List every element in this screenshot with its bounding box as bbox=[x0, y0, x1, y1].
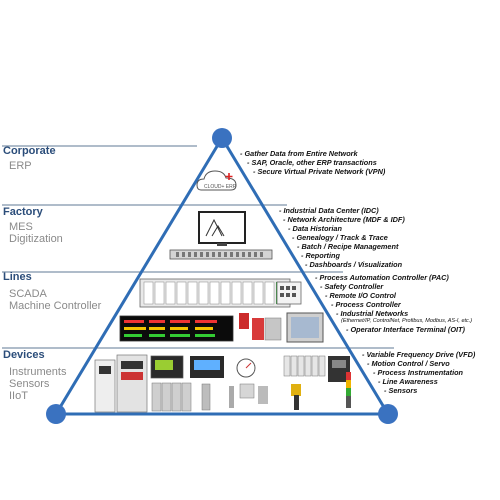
sensor-probe-icon bbox=[229, 383, 268, 408]
level-subtitle-sensors: Sensors bbox=[9, 378, 50, 390]
level-title-lines: Lines bbox=[3, 271, 32, 283]
io-block-icon bbox=[283, 355, 326, 377]
level-title-corporate: Corporate bbox=[3, 145, 56, 157]
corporate-feature: - Secure Virtual Private Network (VPN) bbox=[253, 167, 386, 176]
cloud-erp-label: CLOUD+ ERP bbox=[204, 184, 237, 190]
base-right-node bbox=[378, 404, 398, 424]
factory-feature: - Industrial Data Center (IDC) bbox=[279, 206, 379, 215]
led-display-icon bbox=[119, 315, 234, 342]
barcode-scanner-icon bbox=[291, 384, 301, 410]
vfd-drive-icon bbox=[94, 359, 116, 413]
factory-feature: - Batch / Recipe Management bbox=[297, 242, 399, 251]
level-subtitle-iiot: IIoT bbox=[9, 390, 28, 402]
stack-light-icon bbox=[346, 372, 351, 408]
level-subtitle-erp: ERP bbox=[9, 160, 32, 172]
plc-rack-icon bbox=[139, 278, 291, 308]
lines-feature: - Operator Interface Terminal (OIT) bbox=[346, 325, 465, 334]
lines-feature-note: (Ethernet/IP, ControlNet, Profibus, Modb… bbox=[341, 318, 473, 324]
gauge-icon bbox=[236, 358, 256, 378]
lines-feature: - Process Automation Controller (PAC) bbox=[315, 273, 449, 282]
level-title-factory: Factory bbox=[3, 206, 43, 218]
base-left-node bbox=[46, 404, 66, 424]
pyramid-left-edge bbox=[54, 137, 224, 415]
level-title-devices: Devices bbox=[3, 349, 45, 361]
safety-relay-icon bbox=[239, 313, 282, 341]
level-subtitle-digitization: Digitization bbox=[9, 233, 63, 245]
lines-feature: - Process Controller bbox=[331, 300, 401, 309]
lines-feature: - Industrial Networks bbox=[336, 309, 409, 318]
lines-feature: - Remote I/O Control bbox=[325, 291, 396, 300]
label-printer-icon bbox=[328, 356, 350, 382]
devices-feature: - Process Instrumentation bbox=[373, 368, 464, 377]
devices-feature: - Line Awareness bbox=[378, 377, 438, 386]
switch-icon bbox=[276, 281, 302, 305]
corporate-feature: - SAP, Oracle, other ERP transactions bbox=[247, 158, 377, 167]
vfd-drive-large-icon bbox=[116, 354, 148, 413]
level-subtitle-scada: SCADA bbox=[9, 288, 47, 300]
level-subtitle-mes: MES bbox=[9, 221, 33, 233]
hmi-panel-icon bbox=[286, 312, 324, 343]
corporate-feature: - Gather Data from Entire Network bbox=[240, 149, 358, 158]
devices-feature: - Variable Frequency Drive (VFD) bbox=[362, 350, 476, 359]
factory-feature: - Network Architecture (MDF & IDF) bbox=[283, 215, 405, 224]
factory-feature: - Genealogy / Track & Trace bbox=[292, 233, 388, 242]
level-subtitle-instruments: Instruments bbox=[9, 366, 67, 378]
factory-feature: - Reporting bbox=[301, 251, 340, 260]
pyramid-right-edge bbox=[220, 137, 390, 415]
factory-feature: - Dashboards / Visualization bbox=[305, 260, 403, 269]
pyramid-outline bbox=[54, 137, 390, 416]
level-subtitle-machine-controller: Machine Controller bbox=[9, 300, 102, 312]
cloud-erp-icon bbox=[196, 170, 237, 191]
factory-feature: - Data Historian bbox=[288, 224, 342, 233]
servo-drive-icon bbox=[150, 355, 192, 412]
devices-feature: - Sensors bbox=[384, 386, 418, 395]
process-meter-icon bbox=[190, 356, 224, 411]
server-rack-icon bbox=[169, 249, 273, 260]
factory-computer-icon bbox=[198, 211, 246, 246]
apex-node bbox=[212, 128, 232, 148]
devices-feature: - Motion Control / Servo bbox=[367, 359, 450, 368]
lines-feature: - Safety Controller bbox=[320, 282, 384, 291]
